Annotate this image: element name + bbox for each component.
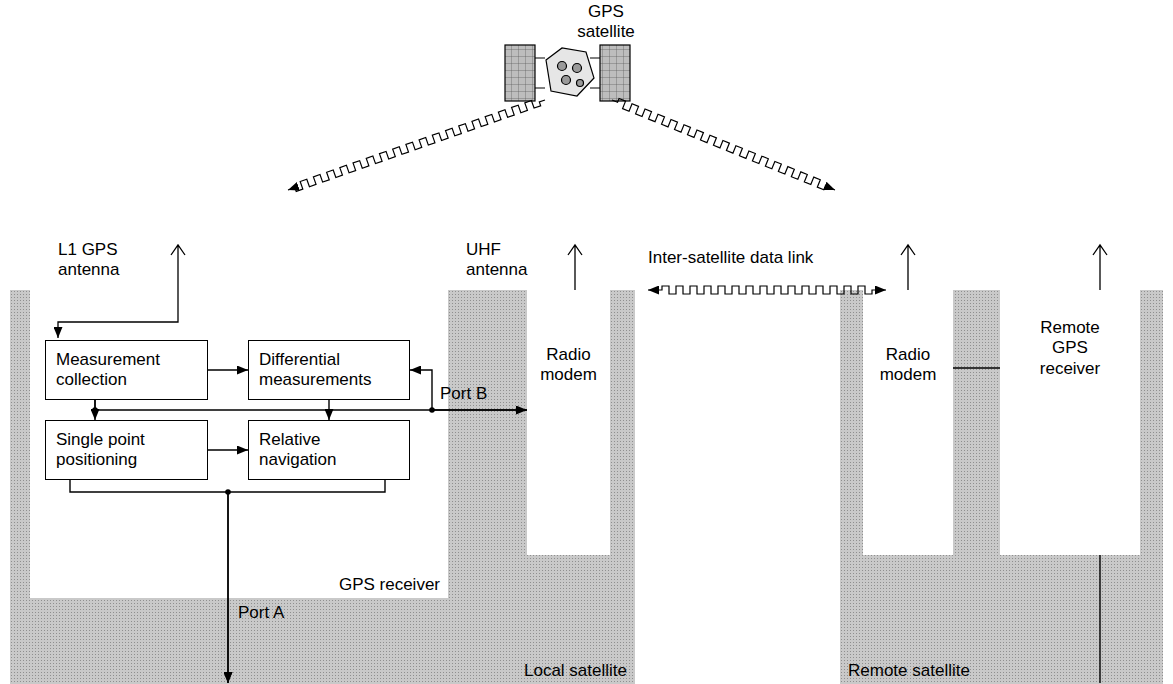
connector [70,480,228,683]
connector [953,367,1000,368]
satellite-region: Local satellite GPS receiver Measurement c… [10,290,635,684]
satellite-region: Remote satellite Radio modem Remote GPS re… [840,290,1163,684]
port-label: Port B [440,384,487,404]
process-box: Relative navigation [248,420,410,480]
connector [410,370,527,410]
antenna-symbol [58,245,1107,338]
connector [228,480,385,683]
modem-block: Radio modem [863,290,953,555]
satellite-label: GPS satellite [570,2,642,43]
node-label: Radio modem [527,345,610,386]
node-label: GPS receiver [339,575,440,595]
receiver-block: Remote GPS receiver [1000,290,1140,555]
node-label: Differential measurements [259,350,399,391]
node-label: Local satellite [524,661,627,681]
node-label: Relative navigation [259,430,399,471]
modem-block: Radio modem [527,290,610,555]
node-label: Radio modem [863,345,953,386]
connector [208,369,248,370]
port-label: Port A [238,603,284,623]
signal-wave [612,99,835,190]
link-label: Inter-satellite data link [648,248,813,268]
node-label: Remote GPS receiver [1030,318,1110,379]
signal-wave [288,100,545,191]
signal-waves [288,99,886,294]
signal-wave [648,286,886,294]
antenna-label: UHF antenna [466,240,528,281]
process-box: Differential measurements [248,340,410,400]
connector [328,400,329,420]
node-label: Remote satellite [848,661,970,681]
node-label: Single point positioning [56,430,197,471]
process-box: Measurement collection [45,340,208,400]
receiver-region: GPS receiver Measurement collection Differ… [30,290,448,598]
connector [1099,555,1100,683]
connector [94,400,95,420]
junction-dot [92,407,98,413]
junction-dot [225,489,231,495]
junction-dot [429,407,435,413]
process-box: Single point positioning [45,420,208,480]
antenna-label: L1 GPS antenna [58,240,130,281]
node-label: Measurement collection [56,350,197,391]
connector [208,449,248,450]
gps-satellite-icon [505,45,630,101]
